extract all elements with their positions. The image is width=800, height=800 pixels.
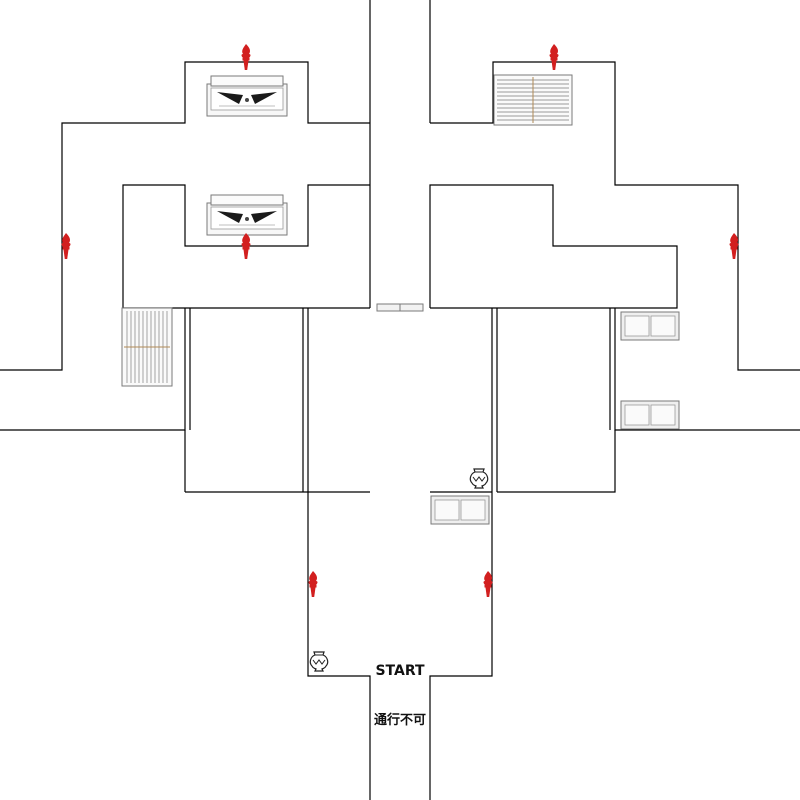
grate-icon[interactable] [121,307,173,387]
blocked-label: 通行不可 [374,712,426,728]
start-label: START [375,663,425,679]
cabinet-icon[interactable] [430,495,490,525]
altar-icon[interactable] [206,194,288,236]
altar-icon[interactable] [206,75,288,117]
cabinet-icon[interactable] [620,400,680,430]
double-door-icon[interactable] [376,303,424,312]
cabinet-icon[interactable] [620,311,680,341]
grate-icon[interactable] [493,74,573,126]
